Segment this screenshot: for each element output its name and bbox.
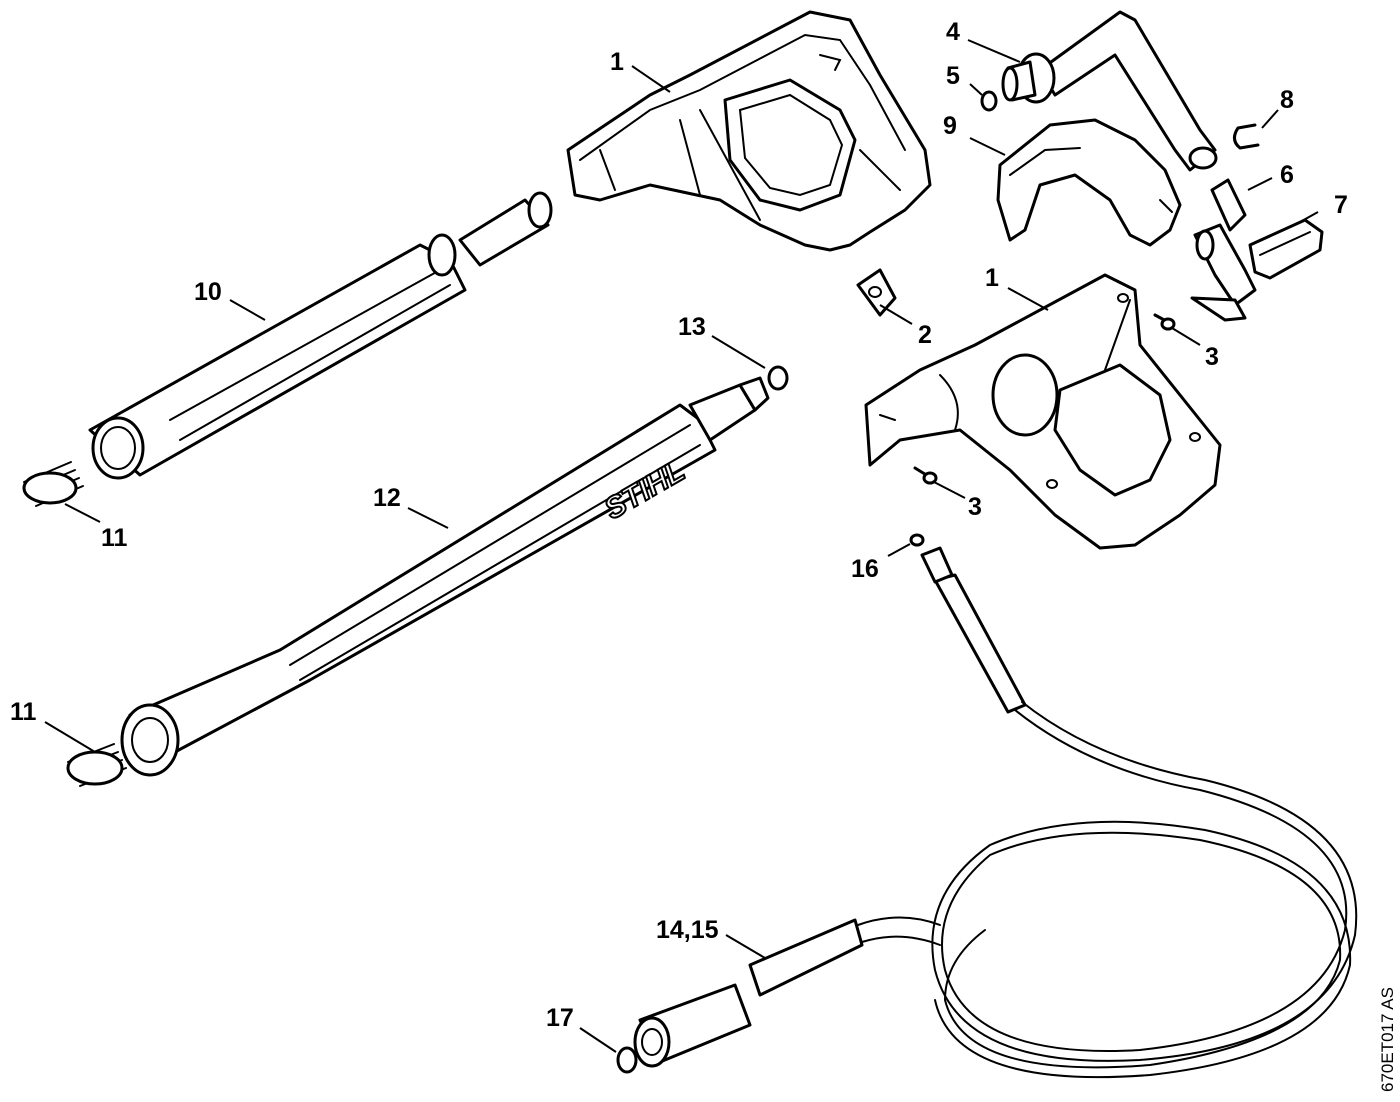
part-10-lance-grip [88, 191, 553, 480]
part-9-trigger [996, 118, 1182, 247]
callout-12: 12 [373, 484, 401, 512]
callout-3-lower: 3 [968, 493, 982, 521]
callout-17: 17 [546, 1004, 574, 1032]
part-1-handle-half-upper [566, 10, 932, 252]
part-5-o-ring [980, 90, 998, 112]
part-8-clip [1233, 123, 1260, 150]
callout-6: 6 [1280, 161, 1294, 189]
part-11-spring-lower [66, 743, 127, 787]
part-12-lance-tube: STIHL [120, 376, 770, 777]
callouts: 1 1 2 3 3 4 5 6 7 8 9 10 11 11 12 13 14,… [10, 18, 1348, 1032]
part-3-screw-upper [1153, 313, 1176, 331]
part-6-valve-fitting [1190, 178, 1257, 322]
callout-1-lower: 1 [985, 264, 999, 292]
callout-10: 10 [194, 278, 222, 306]
part-3-screw-lower [913, 466, 938, 485]
callout-14-15: 14,15 [656, 916, 719, 944]
callout-4: 4 [946, 18, 960, 46]
callout-3-upper: 3 [1205, 343, 1219, 371]
callout-1-upper: 1 [610, 48, 624, 76]
part-13-o-ring [767, 365, 789, 391]
callout-7: 7 [1334, 191, 1348, 219]
part-16-o-ring [909, 533, 925, 547]
part-14-15-hose [633, 546, 1358, 1079]
callout-8: 8 [1280, 86, 1294, 114]
callout-9: 9 [943, 112, 957, 140]
callout-13: 13 [678, 313, 706, 341]
callout-5: 5 [946, 62, 960, 90]
callout-16: 16 [851, 555, 879, 583]
leader-lines [44, 39, 1319, 1053]
callout-2: 2 [918, 321, 932, 349]
part-1-handle-half-lower [864, 273, 1222, 550]
callout-11-lower: 11 [10, 698, 37, 726]
part-11-spring-upper [22, 461, 84, 507]
part-2-plate [856, 268, 897, 317]
part-7-bracket [1248, 218, 1324, 280]
part-4-pipe-connector [1001, 10, 1218, 172]
callout-11-upper: 11 [101, 524, 128, 552]
part-17-o-ring [616, 1046, 638, 1074]
drawing-code: 670ET017 AS [1378, 987, 1397, 1092]
